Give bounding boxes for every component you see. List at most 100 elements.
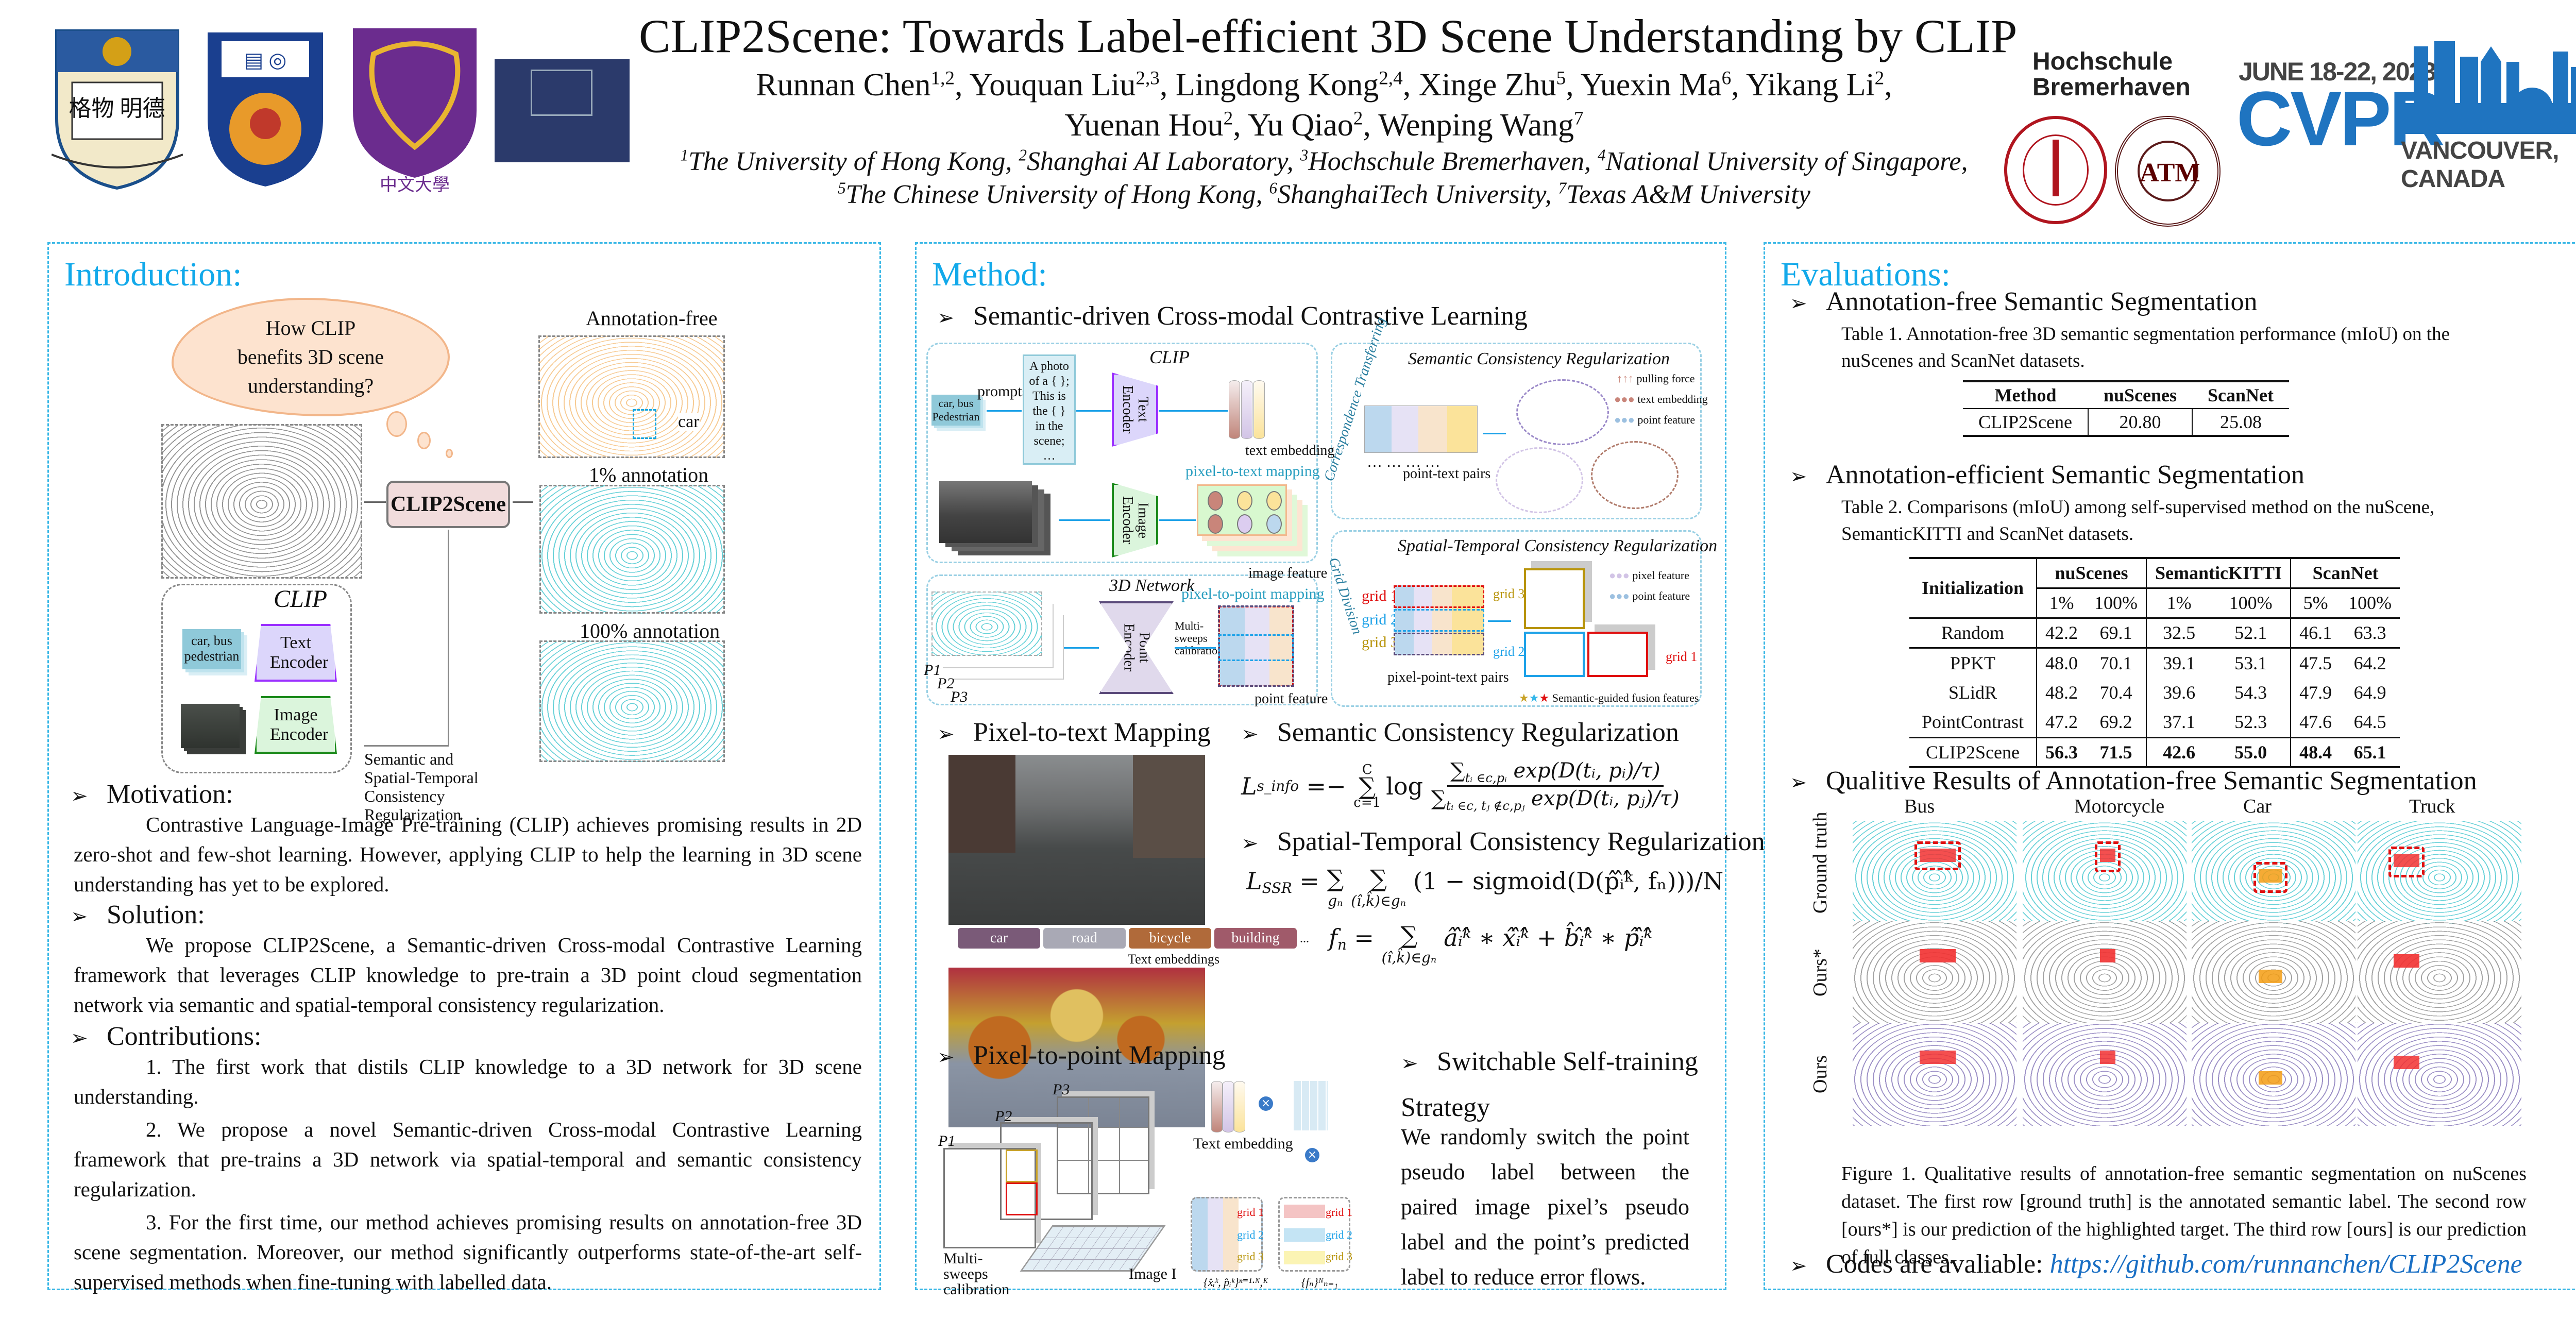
arrow: [1159, 410, 1228, 412]
network3d-label: 3D Network: [1109, 576, 1195, 595]
value-cell: 48.2: [2036, 678, 2087, 707]
clip-label: CLIP: [1149, 347, 1190, 367]
affiliation-name: Shanghai AI Laboratory: [1027, 147, 1287, 176]
value-cell: 56.3: [2036, 737, 2087, 767]
target-points: [2259, 970, 2282, 983]
value-cell: 39.6: [2146, 678, 2212, 707]
motivation-title: Motivation:: [107, 780, 233, 809]
text-encoder: Text Encoder: [255, 624, 337, 682]
formula-part: tᵢ ∈c, tⱼ ∉c,pⱼ: [1446, 799, 1525, 813]
column-label: Truck: [2409, 796, 2455, 817]
formula-part: L: [1241, 772, 1257, 800]
arrow-bullet-icon: ➢: [1241, 722, 1259, 746]
author-affiliation-mark: 2,4: [1379, 67, 1403, 89]
p3-label: P3: [951, 688, 968, 705]
formula-part: =: [1346, 924, 1382, 952]
lidar-sweeps: [931, 591, 1042, 656]
arrow: [1159, 519, 1196, 521]
result-image: [2192, 1023, 2355, 1126]
affiliation-name: ShanghaiTech University: [1277, 180, 1545, 209]
grid2-label: grid 2: [1362, 611, 1398, 628]
framework-diagram: CLIP car, bus Pedestrian prompts A photo…: [924, 315, 1717, 710]
logo-hku-lion: ▤ ◎: [201, 26, 330, 191]
target-points: [2100, 949, 2115, 962]
table-cell: 20.80: [2087, 409, 2192, 436]
image-stack: [181, 704, 240, 748]
affiliation-number: 1: [680, 146, 689, 164]
svg-text:▤ ◎: ▤ ◎: [244, 48, 287, 72]
section-title: Spatial-Temporal Consistency Regularizat…: [1277, 827, 1765, 856]
arrow: [987, 410, 1022, 412]
circle-icon: ●●●: [1609, 569, 1633, 582]
arrow-bullet-icon: ➢: [1241, 832, 1259, 855]
section-title: Annotation-efficient Semantic Segmentati…: [1826, 460, 2305, 489]
hochschule-line-2: Bremerhaven: [2032, 74, 2191, 101]
prompt-line: A photo: [1029, 360, 1069, 373]
voxel-grid-p1: [943, 1148, 1038, 1248]
introduction-heading: Introduction:: [64, 256, 242, 293]
point-text-pairs-label: point-text pairs: [1403, 466, 1491, 482]
grid-1-box: [1394, 585, 1484, 608]
target-highlight-box: [1914, 841, 1961, 870]
arrow-right: [364, 501, 386, 503]
affiliation-name: Texas A&M University: [1566, 180, 1810, 209]
row-label: Ours*: [1809, 949, 1831, 997]
sum-operator: ∑(î,k̂)∈gₙ: [1382, 923, 1437, 969]
author-name: Yuenan Hou: [1064, 108, 1224, 143]
formula-part: âᵢ̂ᵏ̂ ∗ x̂ᵢ̂ᵏ̂ + b̂ᵢ̂ᵏ̂ ∗ p̂ᵢ̂ᵏ̂: [1444, 924, 1653, 952]
one-percent-label: 1% annotation: [589, 463, 709, 486]
fusion-legend: ★★★ Semantic-guided fusion features: [1519, 689, 1699, 707]
github-link[interactable]: https://github.com/runnanchen/CLIP2Scene: [2049, 1249, 2522, 1279]
fused-feature: [1284, 1251, 1325, 1264]
table-header-cell: Initialization: [1922, 578, 2024, 599]
result-image: [2358, 1023, 2521, 1126]
formula-part: exp(D(tᵢ, pᵢ)/τ): [1513, 759, 1660, 783]
image-encoder-label: Image Encoder: [270, 705, 329, 744]
method-panel: Method: ➢Semantic-driven Cross-modal Con…: [915, 242, 1765, 1297]
value-cell: 64.9: [2353, 682, 2386, 703]
author-name: Lingdong Kong: [1175, 67, 1379, 103]
point-feature-stack: [1218, 605, 1294, 687]
logo-hku: 格物 明德: [51, 26, 183, 191]
formula-part: s_info: [1257, 777, 1299, 794]
evaluations-heading: Evaluations:: [1781, 256, 1951, 293]
method-section-3: ➢Semantic Consistency Regularization: [1241, 717, 1679, 750]
table-header-cell: ScanNet: [2208, 385, 2274, 405]
poster-title: CLIP2Scene: Towards Label-efficient 3D S…: [639, 10, 2018, 62]
cube-grid-2: [1524, 632, 1585, 677]
class-names: car, bus pedestrian: [184, 633, 240, 664]
codes-line: ➢Codes are avaliable: https://github.com…: [1790, 1248, 2522, 1282]
thought-bubble: [446, 449, 453, 458]
formula-part: =: [1292, 867, 1327, 895]
contribution-item: 1. The first work that distils CLIP know…: [74, 1055, 862, 1108]
value-cell: 42.6: [2146, 737, 2212, 767]
text-encoder-label: Text Encoder: [270, 633, 329, 672]
cvpr-location: VANCOUVER, CANADA: [2401, 137, 2559, 193]
cube-grid-3: [1524, 568, 1585, 629]
split-header: 1%: [2036, 588, 2087, 618]
feature-dot: [1237, 491, 1252, 511]
image-feature-stack: [1197, 484, 1287, 536]
solution-heading: ➢Solution:: [71, 899, 205, 933]
target-highlight-box: [2095, 841, 2121, 872]
author-name: Yuexin Ma: [1580, 67, 1722, 103]
point-feature-legend-2: ●●● point feature: [1609, 587, 1690, 605]
dataset-header: ScanNet: [2290, 558, 2400, 589]
fused-feature: [1284, 1228, 1325, 1242]
authors-line-1: Runnan Chen1,2, Youquan Liu2,3, Lingdong…: [756, 67, 1892, 103]
value-cell: 70.1: [2099, 652, 2132, 673]
grid-cell-highlight: [1006, 1149, 1038, 1182]
value-cell: 47.5: [2290, 648, 2341, 678]
star-icon: ★: [1539, 691, 1552, 704]
chip-building: building: [1214, 928, 1297, 949]
class-names: car, bus Pedestrian: [932, 397, 980, 423]
value-cell: 47.2: [2036, 707, 2087, 737]
input-point-cloud: [161, 424, 362, 579]
one-percent-result: [539, 485, 725, 614]
arrow-icon: ↑↑↑: [1617, 372, 1637, 385]
target-points: [2259, 869, 2282, 883]
